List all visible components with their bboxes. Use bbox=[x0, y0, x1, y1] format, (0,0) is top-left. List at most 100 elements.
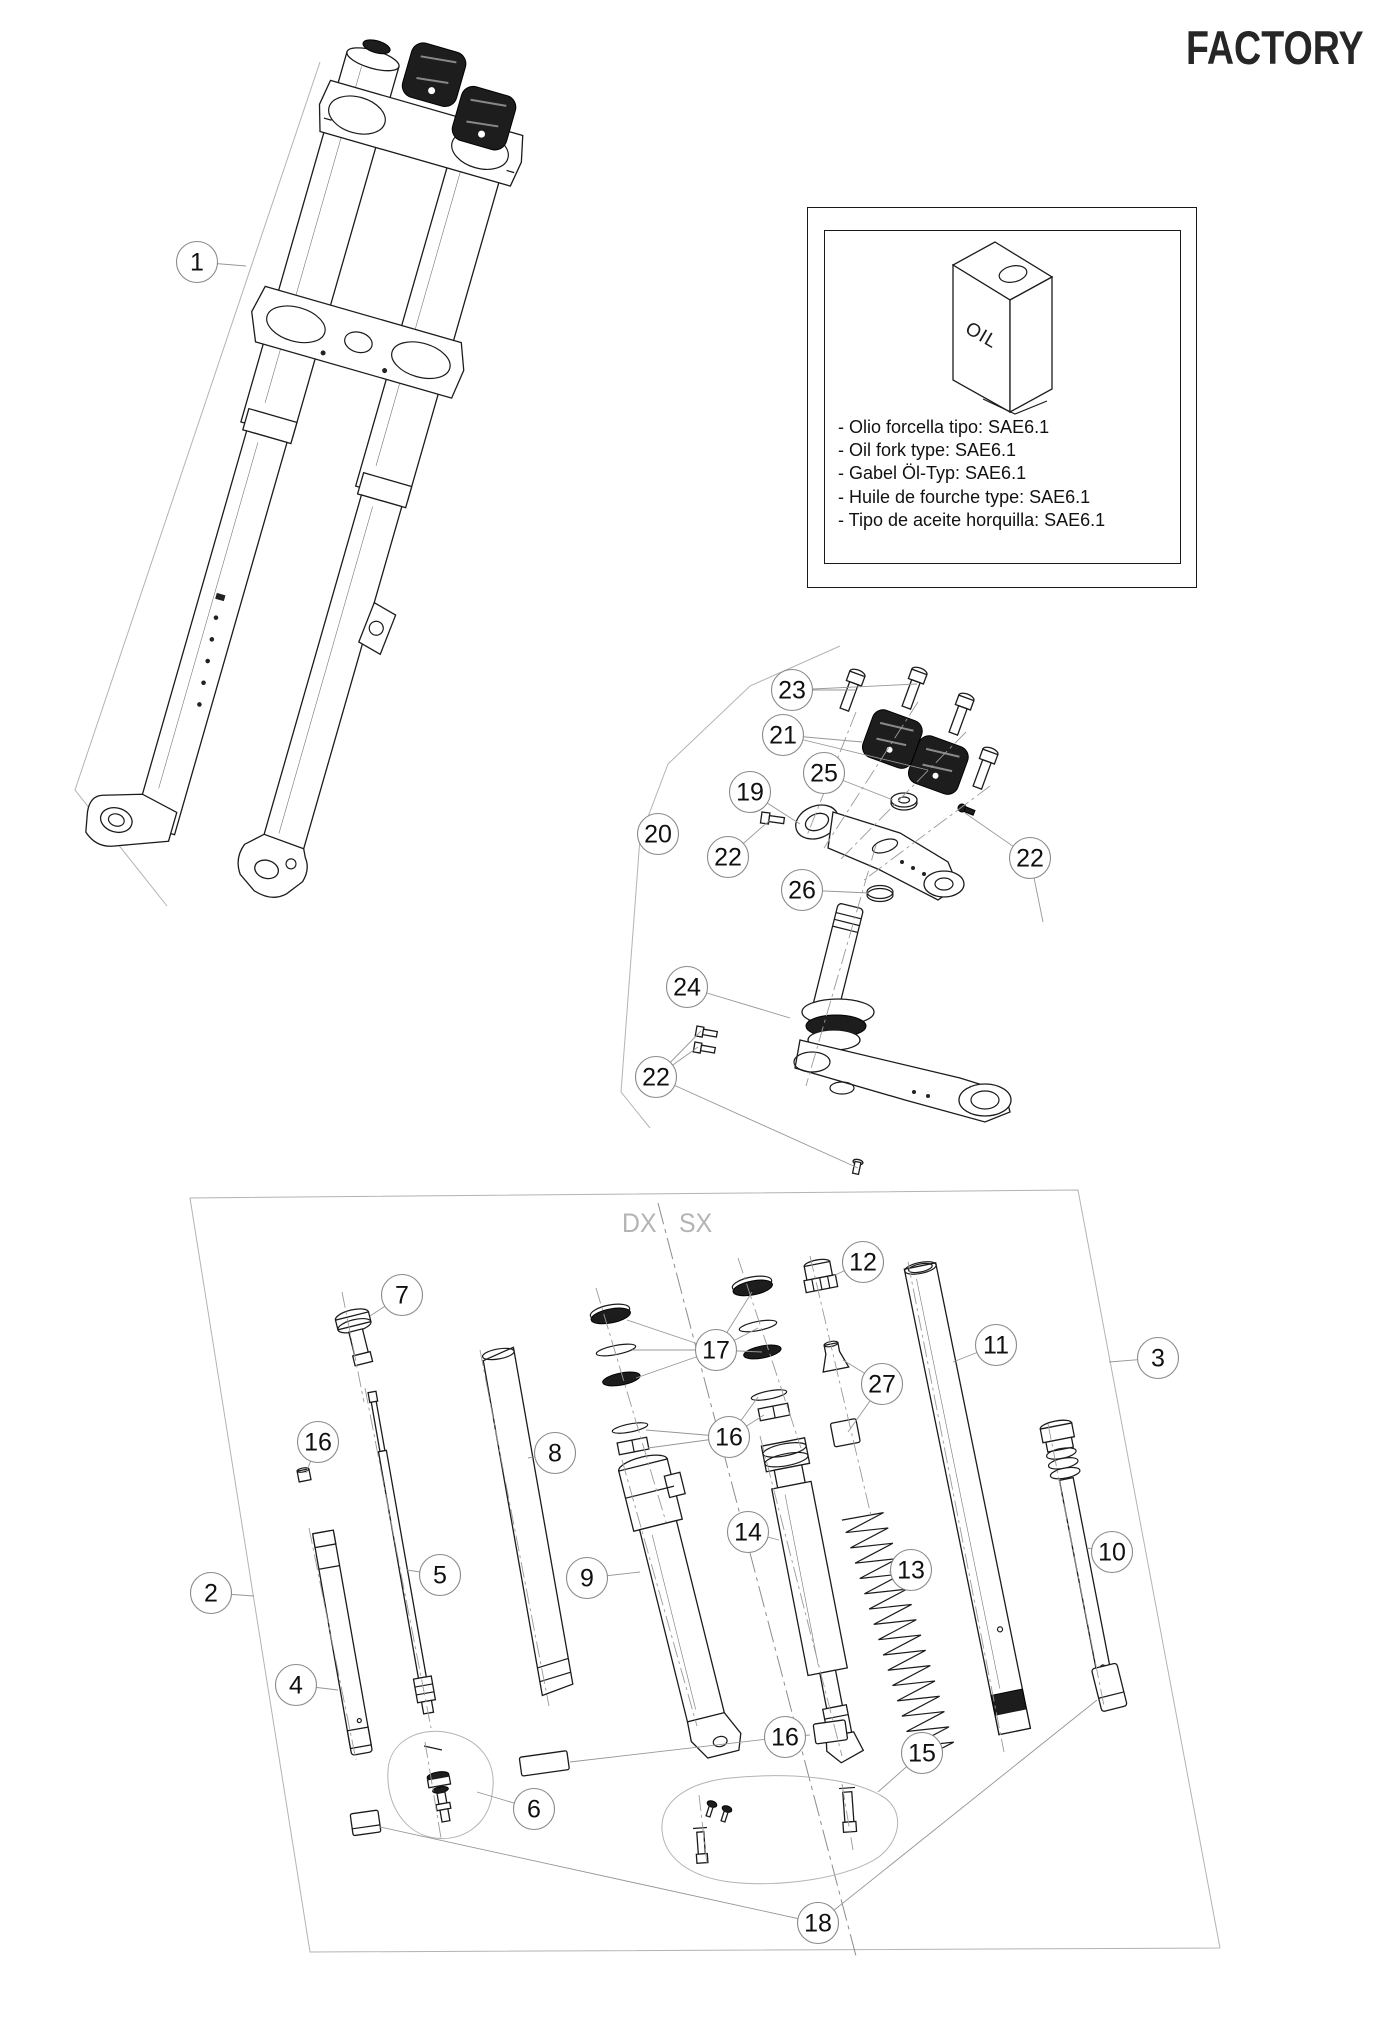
cap-bolt-part bbox=[334, 1308, 374, 1367]
oil-info-inner-frame bbox=[824, 230, 1181, 564]
damper-rod-part bbox=[367, 1390, 437, 1715]
pinch-screw bbox=[851, 1158, 864, 1176]
oil-seal-part bbox=[602, 1371, 641, 1387]
fork-assembly-drawing bbox=[85, 39, 524, 898]
svg-text:22: 22 bbox=[642, 1064, 670, 1092]
svg-text:2: 2 bbox=[204, 1580, 218, 1608]
callout-21: 21 bbox=[761, 713, 805, 757]
oil-spec-line-en: - Oil fork type: SAE6.1 bbox=[838, 440, 1017, 461]
handlebar-riser-part bbox=[861, 709, 923, 769]
svg-text:19: 19 bbox=[736, 779, 764, 807]
riser-bolt bbox=[839, 668, 866, 712]
oil-spec-line-de: - Gabel Öl-Typ: SAE6.1 bbox=[838, 463, 1027, 484]
oil-seal-part bbox=[743, 1344, 782, 1360]
callout-12: 12 bbox=[841, 1240, 885, 1284]
dust-seal-part bbox=[731, 1275, 773, 1297]
washer-part bbox=[890, 792, 918, 811]
leader-line-21 bbox=[782, 734, 929, 771]
spring-part bbox=[841, 1512, 954, 1761]
callout-27: 27 bbox=[860, 1362, 904, 1406]
callout-25: 25 bbox=[802, 751, 846, 795]
leader-line-18 bbox=[379, 1826, 819, 1924]
riser-bolt bbox=[948, 692, 975, 736]
preload-cap-part bbox=[803, 1258, 839, 1294]
handlebar-riser-part bbox=[907, 735, 969, 795]
svg-text:12: 12 bbox=[849, 1249, 877, 1277]
oil-spec-line-es: - Tipo de aceite horquilla: SAE6.1 bbox=[838, 509, 1106, 530]
callout-7: 7 bbox=[380, 1273, 424, 1317]
callout-16c: 16 bbox=[763, 1715, 807, 1759]
group-boundaries bbox=[74, 61, 1221, 1957]
bushing-part bbox=[616, 1436, 650, 1456]
svg-text:22: 22 bbox=[1016, 845, 1044, 873]
construction-axes bbox=[308, 701, 1105, 1865]
callout-1: 1 bbox=[175, 240, 219, 284]
oil-info-box: - Olio forcella tipo: SAE6.1 - Oil fork … bbox=[807, 207, 1197, 588]
callout-26: 26 bbox=[780, 868, 824, 912]
callout-13: 13 bbox=[889, 1548, 933, 1592]
bushing-part bbox=[611, 1422, 649, 1434]
dust-seal-part bbox=[589, 1303, 631, 1325]
svg-text:15: 15 bbox=[908, 1740, 936, 1768]
svg-text:23: 23 bbox=[778, 677, 806, 705]
svg-text:16: 16 bbox=[715, 1424, 743, 1452]
ring-clip-part bbox=[595, 1343, 637, 1357]
callout-15: 15 bbox=[900, 1731, 944, 1775]
svg-text:7: 7 bbox=[395, 1282, 409, 1310]
pinch-screw bbox=[957, 803, 976, 816]
oil-spec-line-it: - Olio forcella tipo: SAE6.1 bbox=[838, 417, 1050, 437]
callout-11: 11 bbox=[974, 1323, 1018, 1367]
svg-text:16: 16 bbox=[771, 1724, 799, 1752]
svg-text:3: 3 bbox=[1151, 1345, 1165, 1373]
callout-5: 5 bbox=[418, 1553, 462, 1597]
small-bushing-part bbox=[296, 1467, 312, 1483]
svg-text:20: 20 bbox=[644, 821, 672, 849]
callout-20: 20 bbox=[636, 812, 680, 856]
lower-clamp-part bbox=[793, 998, 1012, 1123]
cartridge-part bbox=[617, 1454, 742, 1759]
screw-kit-group bbox=[661, 1775, 899, 1885]
svg-text:25: 25 bbox=[810, 760, 838, 788]
pinch-screw bbox=[759, 811, 786, 825]
spacer-part bbox=[1091, 1662, 1128, 1712]
svg-text:9: 9 bbox=[580, 1565, 594, 1593]
callout-8: 8 bbox=[533, 1431, 577, 1475]
o-ring-part bbox=[866, 884, 894, 903]
svg-text:17: 17 bbox=[702, 1337, 730, 1365]
callout-10: 10 bbox=[1090, 1530, 1134, 1574]
riser-bolt bbox=[972, 746, 999, 790]
leader-line-22c bbox=[655, 1076, 859, 1169]
pinch-screw bbox=[694, 1025, 719, 1038]
brand-logo: FACTORY bbox=[1186, 21, 1364, 74]
bushing-part bbox=[518, 1750, 570, 1777]
svg-text:14: 14 bbox=[734, 1519, 762, 1547]
callout-18: 18 bbox=[796, 1901, 840, 1945]
callout-4: 4 bbox=[274, 1663, 318, 1707]
svg-text:13: 13 bbox=[897, 1557, 925, 1585]
oil-spec-line-fr: - Huile de fourche type: SAE6.1 bbox=[838, 486, 1091, 507]
svg-text:27: 27 bbox=[868, 1371, 896, 1399]
svg-text:6: 6 bbox=[527, 1796, 541, 1824]
svg-text:22: 22 bbox=[714, 844, 742, 872]
dx-side-label: DX bbox=[622, 1208, 657, 1238]
svg-text:21: 21 bbox=[769, 722, 797, 750]
oil-can-drawing: OIL bbox=[951, 241, 1054, 415]
inner-tube-part bbox=[311, 1529, 373, 1756]
svg-text:16: 16 bbox=[304, 1429, 332, 1457]
callout-22a: 22 bbox=[706, 835, 750, 879]
valve-kit-group bbox=[387, 1730, 494, 1840]
svg-text:5: 5 bbox=[433, 1562, 447, 1590]
sx-side-label: SX bbox=[679, 1208, 713, 1238]
clamp-block-part bbox=[349, 1809, 382, 1837]
callout-9: 9 bbox=[565, 1556, 609, 1600]
riser-bolt bbox=[901, 666, 928, 710]
callout-24: 24 bbox=[665, 965, 709, 1009]
callout-22b: 22 bbox=[1008, 836, 1052, 880]
bushing-part bbox=[750, 1389, 788, 1401]
callout-17: 17 bbox=[694, 1328, 738, 1372]
bushing-part bbox=[757, 1402, 791, 1422]
callout-22c: 22 bbox=[634, 1055, 678, 1099]
